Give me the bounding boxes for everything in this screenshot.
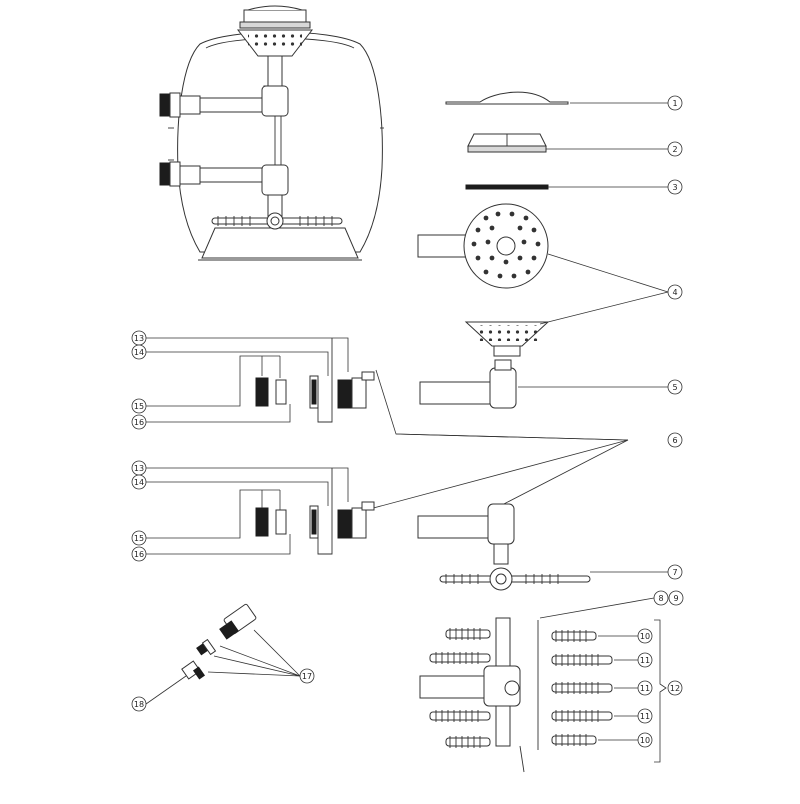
callout-label: 8 [658, 594, 663, 603]
callout-label: 1 [672, 99, 677, 108]
callout-label: 11 [640, 656, 650, 665]
callout-c11c: 11 [637, 708, 653, 724]
callout-label: 5 [672, 383, 677, 392]
callout-label: 15 [134, 534, 144, 543]
laterals-exploded [419, 597, 667, 773]
callout-label: 4 [672, 288, 677, 297]
callout-c5: 5 [667, 379, 683, 395]
callout-c4: 4 [667, 284, 683, 300]
callout-c18: 18 [131, 696, 147, 712]
callout-c14b: 14 [131, 474, 147, 490]
part-6-leaders [365, 369, 629, 511]
part-2-lid [467, 133, 668, 153]
callout-label: 17 [302, 672, 312, 681]
callout-c14a: 14 [131, 344, 147, 360]
callout-c15a: 15 [131, 398, 147, 414]
callout-label: 9 [673, 594, 678, 603]
callout-label: 11 [640, 684, 650, 693]
callout-label: 16 [134, 418, 144, 427]
callout-c1: 1 [667, 95, 683, 111]
callout-label: 11 [640, 712, 650, 721]
callout-c12: 12 [667, 680, 683, 696]
callout-label: 18 [134, 700, 144, 709]
callout-c3: 3 [667, 179, 683, 195]
part-1-dome-cap [445, 91, 668, 105]
callout-label: 7 [672, 568, 677, 577]
callout-c16b: 16 [131, 546, 147, 562]
callout-c9: 9 [668, 590, 684, 606]
callout-label: 13 [134, 334, 144, 343]
callout-c10b: 10 [637, 732, 653, 748]
parts-17-18 [145, 603, 301, 705]
callout-c13b: 13 [131, 460, 147, 476]
callout-c10a: 10 [637, 628, 653, 644]
callout-label: 16 [134, 550, 144, 559]
callout-c6: 6 [667, 432, 683, 448]
lateral-ridges [217, 216, 333, 226]
callout-label: 14 [134, 478, 144, 487]
callout-c15b: 15 [131, 530, 147, 546]
part-4-diffuser [417, 203, 669, 357]
callout-label: 10 [640, 632, 650, 641]
filter-tank-assembly [159, 5, 384, 261]
callout-label: 15 [134, 402, 144, 411]
callout-c16a: 16 [131, 414, 147, 430]
part-3-o-ring [465, 184, 668, 190]
callout-label: 2 [672, 145, 677, 154]
callout-c7: 7 [667, 564, 683, 580]
callout-c17: 17 [299, 668, 315, 684]
callout-label: 10 [640, 736, 650, 745]
upper-port-exploded [146, 337, 375, 423]
callout-c8: 8 [653, 590, 669, 606]
callout-c13a: 13 [131, 330, 147, 346]
callout-c2: 2 [667, 141, 683, 157]
callout-label: 12 [670, 684, 680, 693]
callout-label: 14 [134, 348, 144, 357]
callout-label: 13 [134, 464, 144, 473]
callout-label: 6 [672, 436, 677, 445]
callout-c11a: 11 [637, 652, 653, 668]
callout-c11b: 11 [637, 680, 653, 696]
callout-label: 3 [672, 183, 677, 192]
part-7-hub-assembly [417, 503, 668, 591]
lower-port-exploded [146, 467, 375, 555]
part-5-elbow [419, 359, 668, 409]
